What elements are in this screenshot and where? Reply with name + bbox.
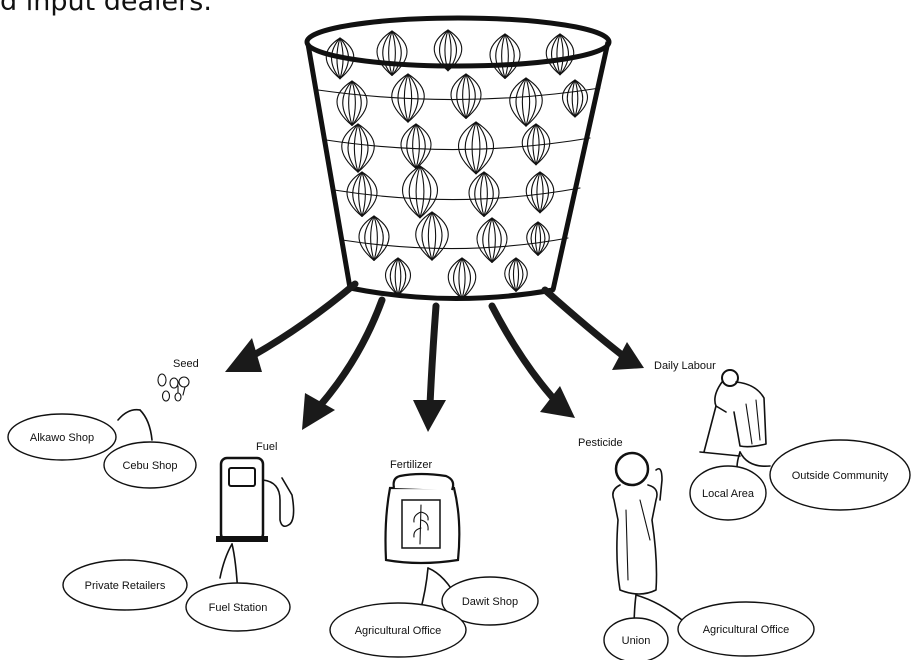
onion-bulb-icon [468,171,500,217]
onion-bulb-icon [433,29,463,72]
source-node-dawit-shop: Dawit Shop [441,576,539,626]
fertilizer-bag-icon [384,472,461,565]
source-label: Cebu Shop [122,460,177,472]
fuel-pump-icon [216,456,295,542]
source-label: Local Area [702,488,755,500]
onion-bulb-icon [458,121,494,175]
source-node-outside-community: Outside Community [769,439,911,511]
onion-bulb-icon [521,123,551,166]
arrow-to-seed [241,280,359,364]
onion-bulb-icon [476,217,508,263]
onion-bulb-icon [450,73,482,119]
arrow-to-pesticide [488,302,557,402]
seed-icon [157,373,190,402]
onion-bulb-icon [504,257,528,292]
onion-bulb-icon [400,123,432,169]
arrow-head-fertilizer [413,400,446,432]
onion-bulb-icon [358,215,390,261]
onion-bulb-icon [525,171,555,214]
source-node-private-retailers: Private Retailers [62,559,188,611]
source-label: Private Retailers [85,580,166,592]
arrow-to-fuel [314,296,386,412]
source-node-local-area: Local Area [689,465,767,521]
category-label-pesticide: Pesticide [578,437,623,449]
onion-bulb-icon [336,80,368,126]
source-label: Dawit Shop [462,596,518,608]
onion-bulb-icon [447,257,477,300]
source-node-fuel-station: Fuel Station [185,582,291,632]
onion-bulb-icon [402,165,438,219]
category-label-fuel: Fuel [256,441,277,453]
source-node-union: Union [603,617,669,663]
onion-bulb-icon [341,123,375,173]
arrows-group [225,280,644,432]
arrow-to-labour [541,286,626,359]
arrow-head-labour [612,342,644,370]
source-node-alkawo-shop: Alkawo Shop [7,413,117,461]
onion-bulb-icon [526,221,550,256]
arrow-to-fertilizer [426,302,440,409]
onion-bulb-icon [384,257,412,296]
source-label: Agricultural Office [355,625,442,637]
arrow-head-pesticide [540,386,575,418]
labourer-icon [699,369,767,457]
category-label-seed: Seed [173,358,199,370]
onion-basket-illustration [304,15,612,302]
arrow-head-fuel [302,393,335,430]
source-node-agricultural-office-fertilizer: Agricultural Office [329,602,467,658]
source-label: Alkawo Shop [30,432,94,444]
onion-bulb-icon [509,77,543,127]
arrow-head-seed [225,338,262,372]
pesticide-sprayer-icon [612,451,663,595]
source-label: Agricultural Office [703,624,790,636]
source-label: Union [622,635,651,647]
source-node-cebu-shop: Cebu Shop [103,441,197,489]
category-label-fertilizer: Fertilizer [390,459,433,471]
category-label-labour: Daily Labour [654,360,716,372]
source-node-agricultural-office-pesticide: Agricultural Office [677,601,815,657]
source-label: Fuel Station [209,602,268,614]
source-label: Outside Community [792,470,889,482]
caption-text: d input dealers. [0,0,212,17]
onion-bulb-icon [545,33,575,76]
